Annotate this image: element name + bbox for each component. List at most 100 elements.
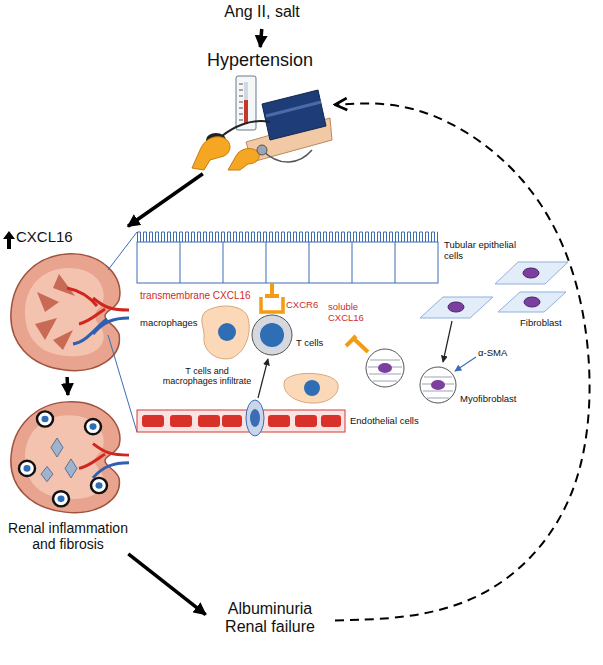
gloved-hand xyxy=(192,137,230,170)
gauge-column xyxy=(244,82,248,124)
immune-cell xyxy=(19,461,35,476)
kidney xyxy=(11,254,129,371)
cell-nucleus xyxy=(523,268,539,278)
gauge-scale xyxy=(239,84,243,120)
cell-nucleus xyxy=(96,482,103,489)
cell-nucleus xyxy=(304,380,320,396)
immune-cell xyxy=(53,491,69,506)
endothelial-cell xyxy=(170,415,192,427)
cell-nucleus xyxy=(42,416,49,423)
zoom-line xyxy=(108,232,137,432)
kidney-cortex xyxy=(25,268,104,356)
flow-step: CXCL16 xyxy=(2,228,132,374)
stress-fibers xyxy=(368,360,402,381)
myofibroblast xyxy=(420,367,456,403)
flow-text: Albuminuria Renal failure xyxy=(208,600,332,637)
increase-arrow xyxy=(3,231,15,249)
endothelial-cell xyxy=(295,415,317,427)
migration-arrow xyxy=(258,359,268,398)
cell-nucleus xyxy=(58,495,65,502)
vein xyxy=(93,463,129,478)
blood-vessel xyxy=(137,400,345,436)
stress-fibers xyxy=(422,377,454,398)
kidney-outline xyxy=(11,402,120,513)
flow-arrow xyxy=(128,174,203,227)
callout-label: macrophages xyxy=(140,318,198,329)
callout-label: T cells and macrophages infiltrate xyxy=(160,366,254,387)
callout-label: CXCR6 xyxy=(286,300,318,311)
flow-step: Ang II, salt xyxy=(190,3,334,26)
endothelial-cell xyxy=(321,415,341,427)
myofibroblast xyxy=(366,349,404,387)
microvilli xyxy=(137,231,438,242)
stethoscope-head xyxy=(257,145,267,155)
flow-text: Hypertension xyxy=(207,50,313,71)
gloved-hand xyxy=(228,149,259,170)
flow-text: Renal inflammation and fibrosis xyxy=(0,520,137,552)
flow-text: CXCL16 xyxy=(16,228,73,245)
cell-nucleus xyxy=(431,380,445,390)
fibroblast xyxy=(495,262,568,284)
endothelial-cell xyxy=(222,415,242,427)
feedback-arrow xyxy=(335,103,590,620)
cuff-strap xyxy=(266,102,321,116)
endothelial-cell xyxy=(142,415,164,427)
pointer-arrow xyxy=(455,357,476,371)
callout-label: Endothelial cells xyxy=(350,416,419,427)
cell-nucleus xyxy=(90,423,97,430)
fibroblast xyxy=(498,292,566,312)
flow-step: Albuminuria Renal failure xyxy=(208,600,332,641)
t-cell xyxy=(252,315,292,355)
flow-step: Renal inflammation and fibrosis xyxy=(0,398,137,552)
cell-nucleus xyxy=(260,323,284,347)
myofibroblasts xyxy=(366,349,456,403)
macrophage xyxy=(284,373,338,403)
callout-label: Tubular epithelial cells xyxy=(444,240,528,262)
endothelial-cell xyxy=(198,415,220,427)
immune-cell xyxy=(37,411,53,426)
cell-nucleus xyxy=(218,323,236,341)
cuff xyxy=(262,90,326,140)
flow-arrow xyxy=(260,29,262,47)
stethoscope xyxy=(262,150,312,162)
inflamed-kidney xyxy=(11,402,129,513)
cell-nucleus xyxy=(448,302,464,312)
callout-label: transmembrane CXCL16 xyxy=(140,290,251,302)
macrophage xyxy=(202,306,249,359)
soluble-cxcl16 xyxy=(346,336,368,352)
callout-label: soluble CXCL16 xyxy=(328,302,370,324)
callout-label: α-SMA xyxy=(478,348,507,359)
flow-step: Hypertension xyxy=(188,50,332,172)
cell-nucleus xyxy=(250,409,260,427)
infiltrating-cells xyxy=(19,411,107,506)
cell-nucleus xyxy=(378,363,392,373)
transmembrane-cxcl16 xyxy=(265,294,279,298)
cell-border xyxy=(180,242,395,283)
artery xyxy=(79,444,129,469)
fibroblasts xyxy=(420,262,568,318)
callout-label: Myofibroblast xyxy=(460,394,517,405)
tube xyxy=(222,121,270,136)
vein xyxy=(73,318,129,344)
cell-nucleus xyxy=(24,465,31,472)
kidney-pyramids xyxy=(35,274,75,350)
fibrotic-lesion xyxy=(41,438,77,482)
flow-arrow xyxy=(65,377,69,395)
cell-nucleus xyxy=(524,297,540,307)
migrating-t-cell xyxy=(246,400,264,436)
fibroblast xyxy=(420,297,493,318)
cxcr6-receptor xyxy=(261,297,283,312)
flow-arrow xyxy=(128,554,205,615)
tubular-epithelium xyxy=(137,231,438,283)
flow-text: Ang II, salt xyxy=(224,3,300,21)
differentiation-arrow xyxy=(443,321,452,362)
callout-label: Fibroblast xyxy=(520,318,562,329)
endothelial-cell xyxy=(268,415,290,427)
blood-pressure-illustration xyxy=(192,76,332,170)
callout-label: T cells xyxy=(296,338,323,349)
immune-cell xyxy=(85,419,101,434)
epithelial-layer xyxy=(137,242,438,283)
mercury xyxy=(244,100,248,124)
